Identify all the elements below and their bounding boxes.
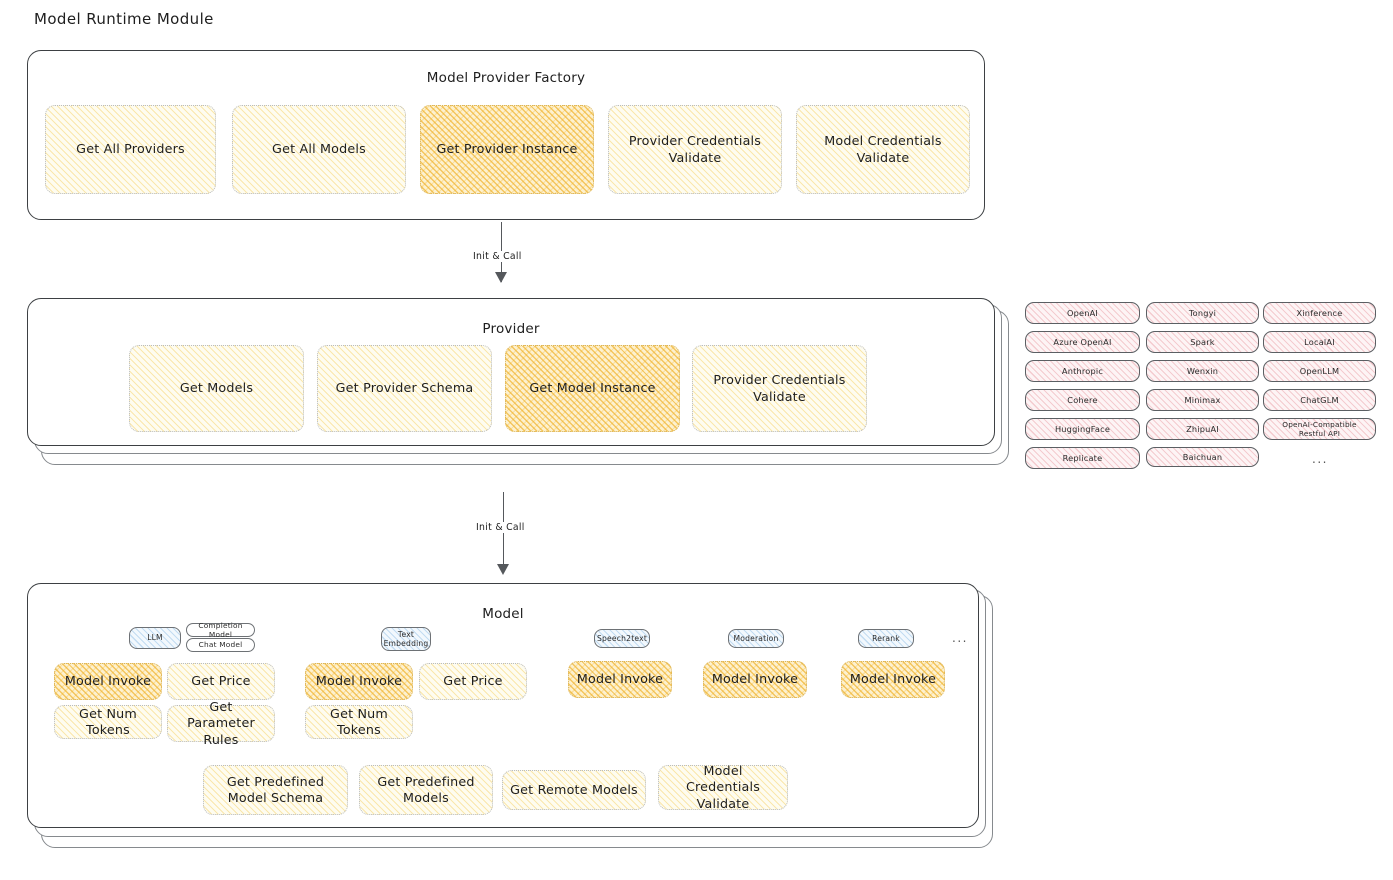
- provider-chip-wenxin[interactable]: Wenxin: [1146, 360, 1259, 382]
- arrow-label-init-and-call-2: Init & Call: [473, 522, 528, 533]
- moderation-method-model-invoke[interactable]: Model Invoke: [703, 661, 807, 698]
- provider-node-get-model-instance[interactable]: Get Model Instance: [505, 345, 680, 432]
- factory-node-get-provider-instance[interactable]: Get Provider Instance: [420, 105, 594, 194]
- provider-chip-xinference[interactable]: Xinference: [1263, 302, 1376, 324]
- model-type-badge-speech2text[interactable]: Speech2text: [594, 629, 650, 648]
- provider-chip-localai[interactable]: LocalAI: [1263, 331, 1376, 353]
- arrow-factory-to-provider-head: [495, 272, 507, 283]
- model-common-get-predefined-models[interactable]: Get Predefined Models: [359, 765, 493, 815]
- model-title: Model: [482, 606, 524, 622]
- provider-chip-openai-compatible-restful-api[interactable]: OpenAI-Compatible Restful API: [1263, 418, 1376, 440]
- page-title: Model Runtime Module: [34, 10, 214, 28]
- provider-chip-baichuan[interactable]: Baichuan: [1146, 447, 1259, 467]
- model-type-badge-moderation[interactable]: Moderation: [728, 629, 784, 648]
- provider-node-provider-credentials-validate[interactable]: Provider Credentials Validate: [692, 345, 867, 432]
- provider-chip-replicate[interactable]: Replicate: [1025, 447, 1140, 469]
- llm-method-get-parameter-rules[interactable]: Get Parameter Rules: [167, 699, 275, 747]
- model-sub-badge-completion-model[interactable]: Completion Model: [186, 621, 255, 639]
- llm-method-model-invoke[interactable]: Model Invoke: [54, 663, 162, 700]
- provider-chip-openai[interactable]: OpenAI: [1025, 302, 1140, 324]
- model-types-more: ...: [952, 631, 968, 645]
- provider-chip-openllm[interactable]: OpenLLM: [1263, 360, 1376, 382]
- arrow-provider-to-model-head: [497, 564, 509, 575]
- model-common-get-remote-models[interactable]: Get Remote Models: [502, 770, 646, 810]
- model-type-badge-rerank[interactable]: Rerank: [858, 629, 914, 648]
- provider-chip-cohere[interactable]: Cohere: [1025, 389, 1140, 411]
- llm-method-get-num-tokens[interactable]: Get Num Tokens: [54, 705, 162, 739]
- llm-method-get-price[interactable]: Get Price: [167, 663, 275, 700]
- provider-chip-anthropic[interactable]: Anthropic: [1025, 360, 1140, 382]
- provider-chip-minimax[interactable]: Minimax: [1146, 389, 1259, 411]
- model-common-get-predefined-model-schema[interactable]: Get Predefined Model Schema: [203, 765, 348, 815]
- provider-title: Provider: [482, 321, 540, 337]
- speech2text-method-model-invoke[interactable]: Model Invoke: [568, 661, 672, 698]
- provider-node-get-models[interactable]: Get Models: [129, 345, 304, 432]
- provider-chip-tongyi[interactable]: Tongyi: [1146, 302, 1259, 324]
- provider-node-get-provider-schema[interactable]: Get Provider Schema: [317, 345, 492, 432]
- text-embedding-method-model-invoke[interactable]: Model Invoke: [305, 663, 413, 700]
- rerank-method-model-invoke[interactable]: Model Invoke: [841, 661, 945, 698]
- text-embedding-method-get-price[interactable]: Get Price: [419, 663, 527, 700]
- provider-chip-azure-openai[interactable]: Azure OpenAI: [1025, 331, 1140, 353]
- model-sub-badge-chat-model[interactable]: Chat Model: [186, 638, 255, 652]
- factory-node-provider-credentials-validate[interactable]: Provider Credentials Validate: [608, 105, 782, 194]
- provider-chip-zhipuai[interactable]: ZhipuAI: [1146, 418, 1259, 440]
- factory-node-get-all-models[interactable]: Get All Models: [232, 105, 406, 194]
- provider-chip-huggingface[interactable]: HuggingFace: [1025, 418, 1140, 440]
- provider-chip-chatglm[interactable]: ChatGLM: [1263, 389, 1376, 411]
- factory-node-model-credentials-validate[interactable]: Model Credentials Validate: [796, 105, 970, 194]
- model-provider-factory-title: Model Provider Factory: [426, 70, 586, 86]
- model-common-model-credentials-validate[interactable]: Model Credentials Validate: [658, 763, 788, 811]
- provider-chip-spark[interactable]: Spark: [1146, 331, 1259, 353]
- factory-node-get-all-providers[interactable]: Get All Providers: [45, 105, 216, 194]
- model-type-badge-llm[interactable]: LLM: [129, 627, 181, 649]
- provider-list-more: ...: [1312, 452, 1328, 466]
- model-type-badge-text-embedding[interactable]: Text Embedding: [381, 627, 431, 651]
- arrow-label-init-and-call-1: Init & Call: [470, 251, 525, 262]
- text-embedding-method-get-num-tokens[interactable]: Get Num Tokens: [305, 705, 413, 739]
